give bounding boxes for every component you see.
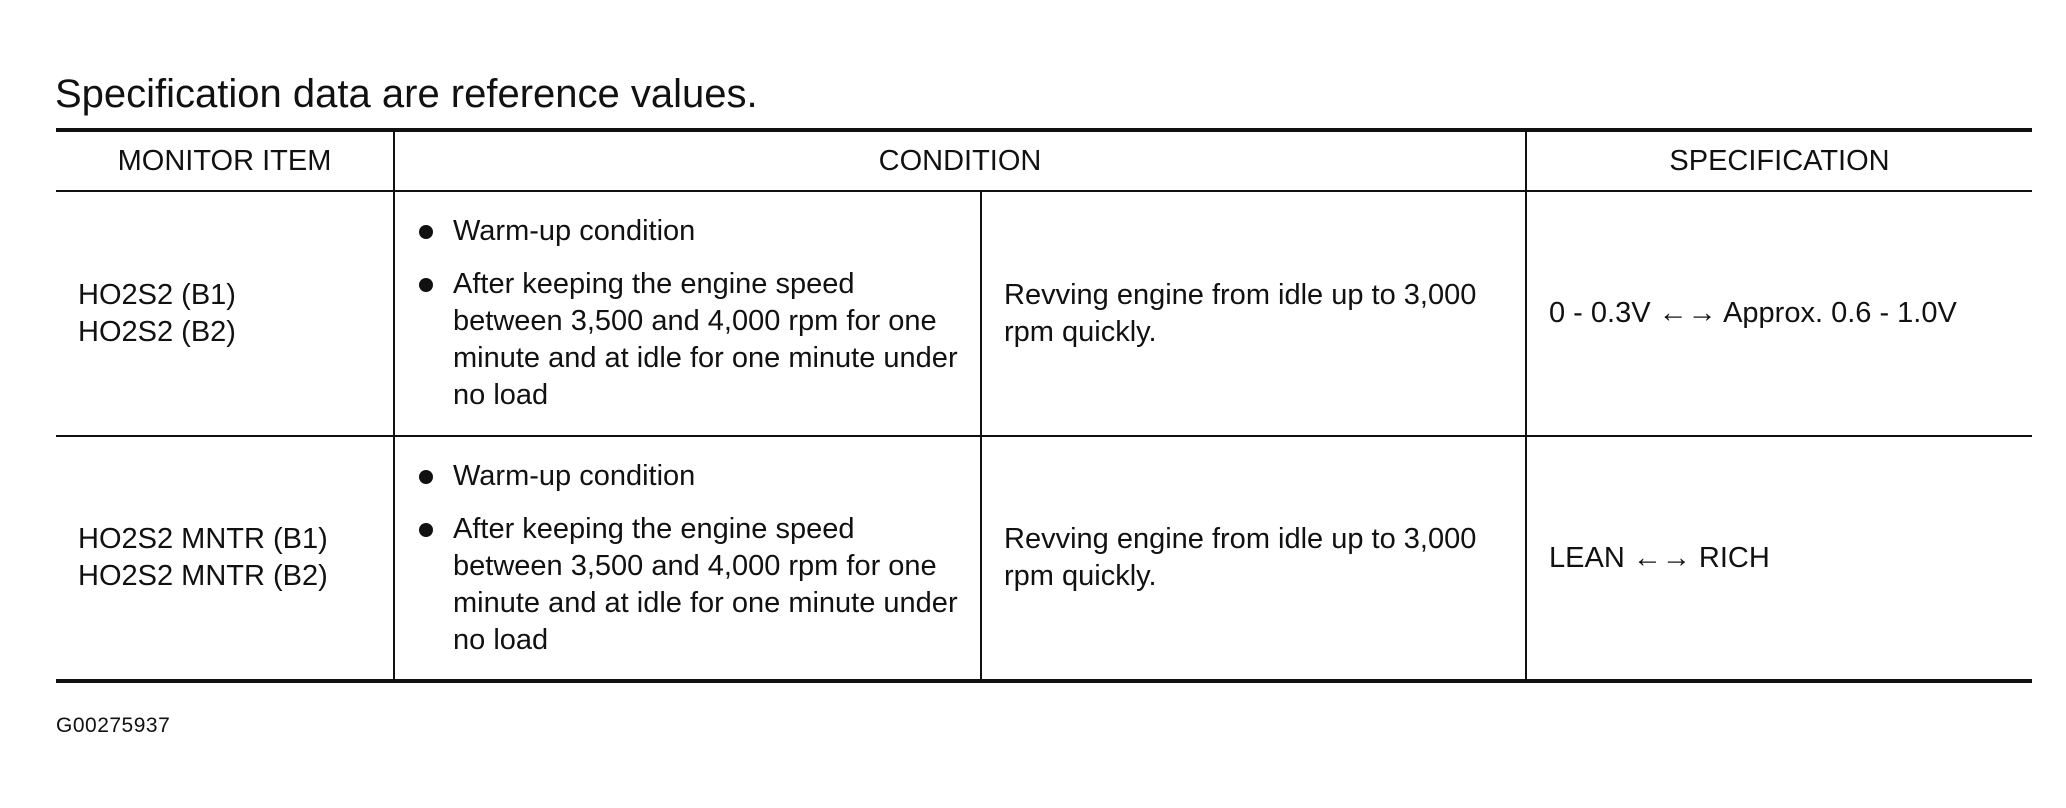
figure-code: G00275937	[56, 714, 171, 737]
table-row: HO2S2 MNTR (B1) HO2S2 MNTR (B2) Warm-up …	[56, 436, 2032, 683]
condition-text: Warm-up condition	[453, 459, 696, 492]
bullet-icon	[419, 469, 433, 484]
condition-cell: Warm-up condition After keeping the engi…	[393, 191, 981, 437]
bullet-icon	[419, 522, 433, 537]
specification-cell: 0 - 0.3V ←→ Approx. 0.6 - 1.0V	[1525, 191, 2032, 437]
condition-text: Warm-up condition	[453, 215, 696, 247]
condition-list: Warm-up condition After keeping the engi…	[417, 213, 962, 414]
monitor-item: HO2S2 (B2)	[78, 315, 236, 348]
header-monitor-item: MONITOR ITEM	[56, 128, 394, 192]
condition-item: After keeping the engine speed between 3…	[417, 511, 962, 659]
monitor-item: HO2S2 (B1)	[78, 278, 236, 311]
bullet-icon	[419, 278, 433, 292]
monitor-item-cell: HO2S2 (B1) HO2S2 (B2)	[56, 191, 394, 437]
header-condition: CONDITION	[393, 128, 1526, 192]
table-row: HO2S2 (B1) HO2S2 (B2) Warm-up condition …	[56, 191, 2032, 437]
specification-cell: LEAN ←→ RICH	[1525, 436, 2032, 683]
monitor-item-cell: HO2S2 MNTR (B1) HO2S2 MNTR (B2)	[56, 436, 394, 683]
condition-cell: Warm-up condition After keeping the engi…	[393, 436, 981, 683]
condition-list: Warm-up condition After keeping the engi…	[417, 458, 962, 659]
operation-cell: Revving engine from idle up to 3,000 rpm…	[980, 436, 1526, 683]
condition-text: After keeping the engine speed between 3…	[453, 512, 958, 656]
table-header-row: MONITOR ITEM CONDITION SPECIFICATION	[56, 128, 2032, 192]
bullet-icon	[419, 225, 433, 239]
monitor-item: HO2S2 MNTR (B1)	[78, 523, 328, 555]
header-specification: SPECIFICATION	[1525, 128, 2032, 192]
condition-item: Warm-up condition	[417, 213, 962, 250]
condition-item: Warm-up condition	[417, 458, 962, 495]
operation-cell: Revving engine from idle up to 3,000 rpm…	[980, 191, 1526, 437]
specification-table: MONITOR ITEM CONDITION SPECIFICATION HO2…	[56, 128, 2032, 683]
page-title: Specification data are reference values.	[55, 72, 758, 116]
monitor-item: HO2S2 MNTR (B2)	[78, 560, 328, 592]
condition-item: After keeping the engine speed between 3…	[417, 266, 962, 414]
condition-text: After keeping the engine speed between 3…	[453, 268, 958, 411]
